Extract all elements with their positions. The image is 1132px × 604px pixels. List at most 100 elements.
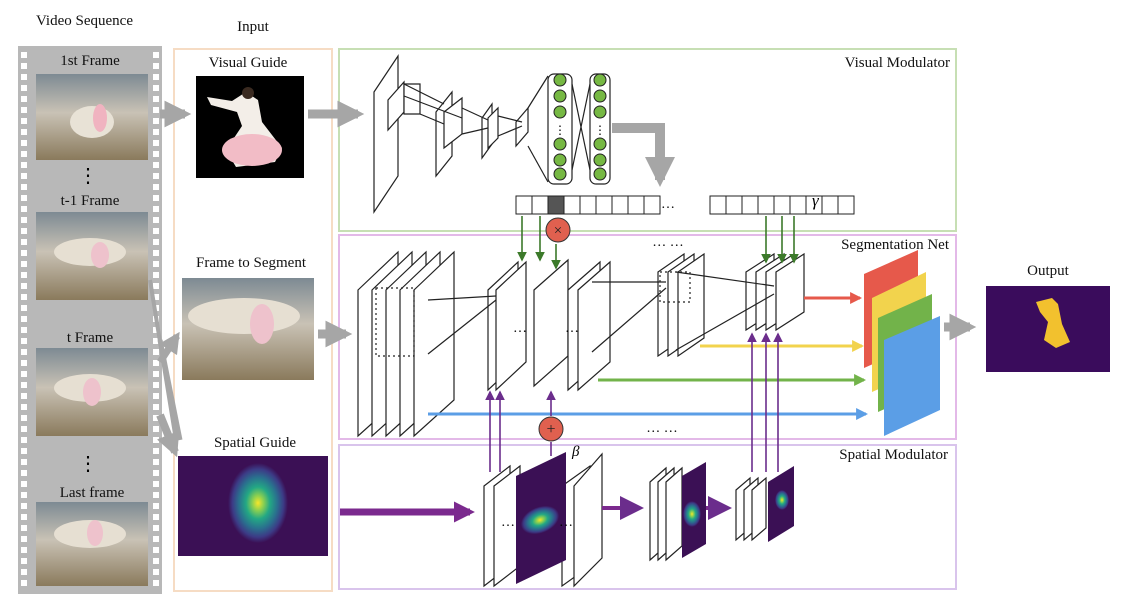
sm-dots-2: … <box>559 515 573 530</box>
beta-symbol: β <box>571 444 580 460</box>
sprocket-hole-right <box>153 382 159 388</box>
sprocket-hole-right <box>153 63 159 69</box>
input-panel <box>173 48 333 592</box>
vm-conn-6 <box>497 115 523 123</box>
input-title: Input <box>237 19 269 35</box>
sm-dots-1: … <box>501 515 515 530</box>
gamma-dots: … <box>661 197 675 212</box>
sprocket-hole-right <box>153 503 159 509</box>
sprocket-hole-right <box>153 536 159 542</box>
vm-conn-9 <box>527 145 549 183</box>
vm-conn-8 <box>527 75 549 109</box>
visual-modulator-cnn <box>373 54 611 214</box>
gamma-cell <box>725 195 743 215</box>
gamma-cell <box>627 195 645 215</box>
sprocket-hole-left <box>21 437 27 443</box>
sprocket-hole-right <box>153 250 159 256</box>
visual-guide-label: Visual Guide <box>208 55 288 71</box>
sprocket-hole-left <box>21 74 27 80</box>
gamma-cell <box>789 195 807 215</box>
sprocket-hole-left <box>21 503 27 509</box>
add-symbol: + <box>546 421 555 438</box>
add-node <box>538 416 564 442</box>
sprocket-hole-left <box>21 261 27 267</box>
seg-conn-1 <box>427 295 497 301</box>
gamma-arrows <box>517 216 799 270</box>
sprocket-hole-left <box>21 536 27 542</box>
sprocket-hole-right <box>153 228 159 234</box>
seg-conn-4 <box>591 287 667 353</box>
sprocket-hole-left <box>21 228 27 234</box>
sprocket-hole-left <box>21 195 27 201</box>
sprocket-hole-left <box>21 426 27 432</box>
spatial-modulator-label: Spatial Modulator <box>839 447 948 463</box>
neuron-fc1 <box>553 73 567 87</box>
sprocket-hole-left <box>21 140 27 146</box>
sprocket-hole-right <box>153 272 159 278</box>
sprocket-hole-left <box>21 558 27 564</box>
sprocket-hole-right <box>153 371 159 377</box>
neuron-fc2 <box>593 153 607 167</box>
vm-fc-conn-2 <box>571 83 591 171</box>
output-label: Output <box>1027 263 1069 279</box>
frame-label-last: Last frame <box>59 485 125 501</box>
sprocket-hole-left <box>21 107 27 113</box>
gamma-cell <box>837 195 855 215</box>
sprocket-hole-left <box>21 151 27 157</box>
gamma-cell <box>709 195 727 215</box>
sprocket-hole-right <box>153 547 159 553</box>
segmentation-net-label: Segmentation Net <box>841 237 949 253</box>
seg-block-1e <box>413 250 455 438</box>
neuron-fc2 <box>593 137 607 151</box>
first-frame-dancer <box>93 104 107 132</box>
gamma-symbol: γ <box>812 191 820 210</box>
sprocket-hole-left <box>21 404 27 410</box>
sprocket-hole-left <box>21 448 27 454</box>
sprocket-hole-left <box>21 85 27 91</box>
sprocket-hole-left <box>21 184 27 190</box>
sprocket-hole-left <box>21 580 27 586</box>
sprocket-hole-right <box>153 459 159 465</box>
sprocket-hole-right <box>153 294 159 300</box>
gamma-cell <box>757 195 775 215</box>
sprocket-hole-left <box>21 96 27 102</box>
prev-frame-dancer <box>91 242 109 268</box>
sprocket-hole-left <box>21 393 27 399</box>
t-frame-dancer <box>83 378 101 406</box>
gamma-cell <box>579 195 597 215</box>
sprocket-hole-left <box>21 371 27 377</box>
seg-conn-6 <box>675 293 775 351</box>
sprocket-hole-right <box>153 338 159 344</box>
segnet-dots-2: … <box>565 321 579 336</box>
feature-map-stack <box>864 250 940 436</box>
seg-block-2b <box>495 260 527 392</box>
sprocket-hole-right <box>153 415 159 421</box>
sprocket-hole-right <box>153 261 159 267</box>
sprocket-hole-right <box>153 151 159 157</box>
neuron-fc2 <box>593 73 607 87</box>
vm-conn-3 <box>403 95 463 119</box>
neuron-fc1 <box>553 137 567 151</box>
frame-to-segment-dancer <box>250 304 274 344</box>
arrow-fc-to-gamma <box>612 123 675 188</box>
sprocket-hole-left <box>21 459 27 465</box>
sprocket-hole-right <box>153 217 159 223</box>
spatial-guide-label: Spatial Guide <box>213 435 297 451</box>
film-sprockets <box>21 52 159 586</box>
sprocket-hole-right <box>153 569 159 575</box>
frame-to-segment-fountain <box>188 298 300 334</box>
segnet-dots-top: … … <box>652 235 684 250</box>
sprocket-hole-left <box>21 63 27 69</box>
vm-layer-4 <box>515 106 529 148</box>
sprocket-hole-right <box>153 96 159 102</box>
sprocket-hole-right <box>153 525 159 531</box>
gamma-cell <box>595 195 613 215</box>
vm-conn-7 <box>497 125 523 137</box>
sm-block-4c <box>751 476 767 542</box>
sprocket-hole-right <box>153 481 159 487</box>
sprocket-hole-left <box>21 327 27 333</box>
sprocket-hole-left <box>21 481 27 487</box>
frame-label-prev: t-1 Frame <box>60 193 120 209</box>
neuron-fc1 <box>553 167 567 181</box>
